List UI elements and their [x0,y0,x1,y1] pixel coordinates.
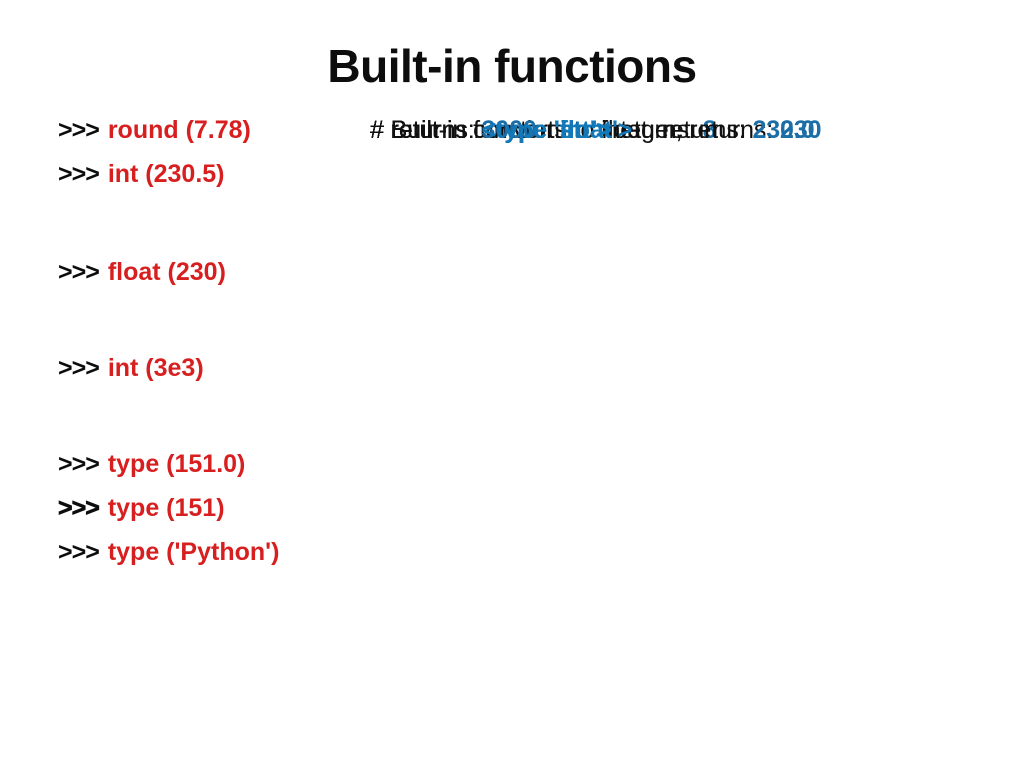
code-line: >>> type ('Python') # returns: <type 'st… [58,116,998,582]
code-line: >>> int (230.5) # Built-in converts to i… [58,116,998,204]
function-call: int (230.5) [107,160,225,188]
comment-column: # Built-in converts to integer, returns:… [370,116,822,145]
code-line: >>> float (230) # Built-in converts to f… [58,116,998,302]
returns-label: returns: [390,116,475,144]
group-spacer [58,398,998,450]
repl-prompt: >>> [58,494,101,523]
page-title: Built-in functions [327,40,697,92]
repl-prompt: >>> [58,160,100,188]
comment-column: # returns: <type 'int'> [370,116,610,145]
function-call: int (3e3) [107,354,204,382]
comment-text: # Built-in function [370,116,560,144]
returns-label: returns: [689,116,774,144]
function-call: float (230) [107,258,226,286]
comment-text: # [370,116,384,144]
comment-column: # returns: <type 'float'> [370,116,632,145]
comment-column: # returns: <type 'str'> [370,116,612,145]
function-call: round (7.78) [107,116,251,144]
comment-text: # [370,116,384,144]
return-value: 230.0 [752,116,815,144]
return-value: 230 [780,116,822,144]
function-call: type (151.0) [107,450,246,478]
returns-label: returns: [390,116,475,144]
code-line: >>> type (151.0) # returns: <type 'float… [58,116,998,494]
comment-column: # returns: 3000 [370,116,537,145]
repl-prompt: >>> [58,354,100,382]
repl-prompt: >>> [58,538,100,566]
code-line: >>> type (151) # returns: <type 'int'> [58,116,998,538]
function-call: type (151) [107,494,225,522]
comment-text: # Built-in converts to integer, [370,116,683,144]
returns-label: returns: [661,116,746,144]
return-value: 3000 [481,116,537,144]
returns-label: returns: [390,116,475,144]
return-value: <type 'str'> [481,116,612,144]
comment-text: # [370,116,384,144]
comment-text: # Built-in converts to float, [370,116,655,144]
returns-label: returns: [390,116,475,144]
repl-prompt: >>> [58,116,100,144]
code-line: >>> int (3e3) # returns: 3000 [58,116,998,398]
return-value: <type 'int'> [481,116,611,144]
group-spacer [58,302,998,354]
returns-label: returns: [611,116,696,144]
return-value: <type 'float'> [481,116,633,144]
repl-prompt: >>> [58,258,100,286]
comment-text: # [370,116,384,144]
return-value: 8 [702,116,717,144]
comment-column: # Built-in converts to float, returns: 2… [370,116,815,145]
function-call: type ('Python') [107,538,280,566]
repl-prompt: >>> [58,450,100,478]
group-spacer [58,204,998,258]
